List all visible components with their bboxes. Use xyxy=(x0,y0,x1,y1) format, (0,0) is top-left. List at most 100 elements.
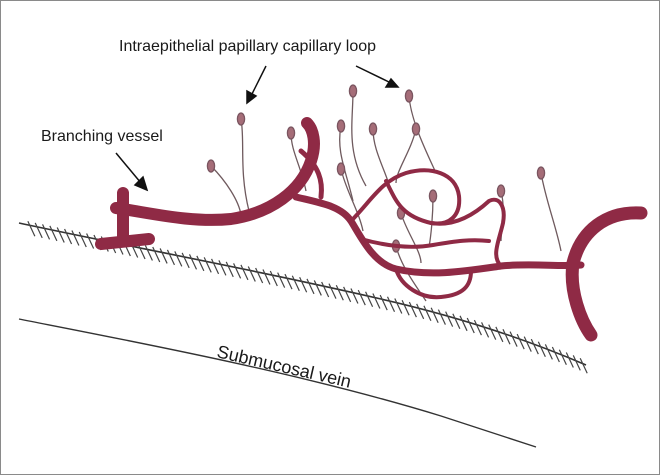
label-submucosal-vein: Submucosal vein xyxy=(215,341,353,391)
hatch-mark xyxy=(409,302,416,317)
hatch-mark xyxy=(322,282,329,297)
capillary-loop-tip xyxy=(207,160,214,172)
hatch-mark xyxy=(226,262,233,277)
hatch-mark xyxy=(517,334,524,349)
arrow-to-loop-right xyxy=(356,66,398,87)
arrow-to-branch xyxy=(116,153,147,190)
capillary-loop-stalk xyxy=(352,91,366,186)
hatch-mark xyxy=(351,288,358,303)
capillary-loop-tip xyxy=(337,163,344,175)
hatch-mark xyxy=(373,293,380,308)
hatch-mark xyxy=(300,277,307,292)
hatch-mark xyxy=(167,250,174,265)
capillary-loop-stalk xyxy=(409,96,436,173)
hatch-mark xyxy=(248,266,255,281)
hatch-mark xyxy=(395,299,402,314)
hatch-mark xyxy=(489,325,496,340)
label-capillary-loop: Intraepithelial papillary capillary loop xyxy=(119,38,376,55)
hatch-mark xyxy=(336,285,343,300)
hatch-mark xyxy=(270,271,277,286)
hatch-mark xyxy=(50,226,57,241)
hatch-mark xyxy=(57,227,64,242)
hatch-mark xyxy=(263,270,270,285)
hatch-mark xyxy=(559,350,566,365)
hatch-mark xyxy=(366,292,373,307)
hatch-mark xyxy=(204,257,211,272)
capillary-loop-tip xyxy=(349,85,356,97)
hatch-mark xyxy=(145,245,152,260)
hatch-mark xyxy=(510,332,517,347)
hatch-mark xyxy=(175,251,182,266)
capillary-loop-stalk xyxy=(211,166,241,215)
hatch-mark xyxy=(424,306,431,321)
hatch-mark xyxy=(278,273,285,288)
capillary-loop-tip xyxy=(412,123,419,135)
capillary-loop-tip xyxy=(237,113,244,125)
capillary-loop-tip xyxy=(287,127,294,139)
hatch-mark xyxy=(219,260,226,275)
capillary-loop-stalk xyxy=(241,119,249,211)
hatch-mark xyxy=(138,244,145,259)
hatch-mark xyxy=(28,221,35,236)
hatch-mark xyxy=(467,318,474,333)
submucosal-vein-line xyxy=(19,319,536,447)
capillary-loop-tip xyxy=(537,167,544,179)
hatch-mark xyxy=(446,312,453,327)
hatch-mark xyxy=(402,300,409,315)
hatch-mark xyxy=(87,234,94,249)
hatch-mark xyxy=(453,314,460,329)
hatch-mark xyxy=(538,342,545,357)
hatch-mark xyxy=(65,229,72,244)
hatch-mark xyxy=(380,295,387,310)
hatch-mark xyxy=(482,322,489,337)
hatch-mark xyxy=(431,308,438,323)
hatch-mark xyxy=(35,223,42,238)
hatch-mark xyxy=(190,254,197,269)
hatch-mark xyxy=(43,224,50,239)
hatch-mark xyxy=(160,248,167,263)
hatch-mark xyxy=(241,265,248,280)
branch-foot xyxy=(101,239,149,244)
hatch-mark xyxy=(496,327,503,342)
hatch-mark xyxy=(329,284,336,299)
hatch-mark xyxy=(417,304,424,319)
hatch-mark xyxy=(79,232,86,247)
capillary-loop-tip xyxy=(429,190,436,202)
hatch-mark xyxy=(460,316,467,331)
label-branching-vessel: Branching vessel xyxy=(41,128,163,145)
network-loop-2 xyxy=(386,181,504,266)
hatch-mark xyxy=(388,297,395,312)
hatch-mark xyxy=(552,347,559,362)
capillary-loop-stalk xyxy=(541,173,561,251)
hatch-mark xyxy=(307,279,314,294)
hatch-mark xyxy=(358,290,365,305)
hatch-mark xyxy=(197,256,204,271)
mid-vessel xyxy=(296,197,581,273)
hatch-mark xyxy=(503,329,510,344)
hatch-mark xyxy=(72,231,79,246)
hatch-mark xyxy=(580,358,587,373)
capillary-loop-tip xyxy=(337,120,344,132)
right-vessel-arc xyxy=(572,213,641,335)
hatch-mark xyxy=(438,310,445,325)
hatch-mark xyxy=(285,274,292,289)
capillary-loop-tip xyxy=(369,123,376,135)
hatch-mark xyxy=(212,259,219,274)
hatch-mark xyxy=(314,280,321,295)
hatch-mark xyxy=(182,253,189,268)
hatch-mark xyxy=(531,339,538,354)
hatch-mark xyxy=(524,337,531,352)
hatch-mark xyxy=(545,344,552,359)
hatch-mark xyxy=(292,276,299,291)
hatch-mark xyxy=(153,247,160,262)
capillary-loop-tip xyxy=(405,90,412,102)
hatch-mark xyxy=(234,263,241,278)
hatch-mark xyxy=(344,287,351,302)
arrow-to-loop-left xyxy=(247,66,266,103)
hatch-mark xyxy=(474,320,481,335)
capillary-loop-tip xyxy=(497,185,504,197)
hatch-mark xyxy=(256,268,263,283)
network-loop-1 xyxy=(351,170,459,223)
